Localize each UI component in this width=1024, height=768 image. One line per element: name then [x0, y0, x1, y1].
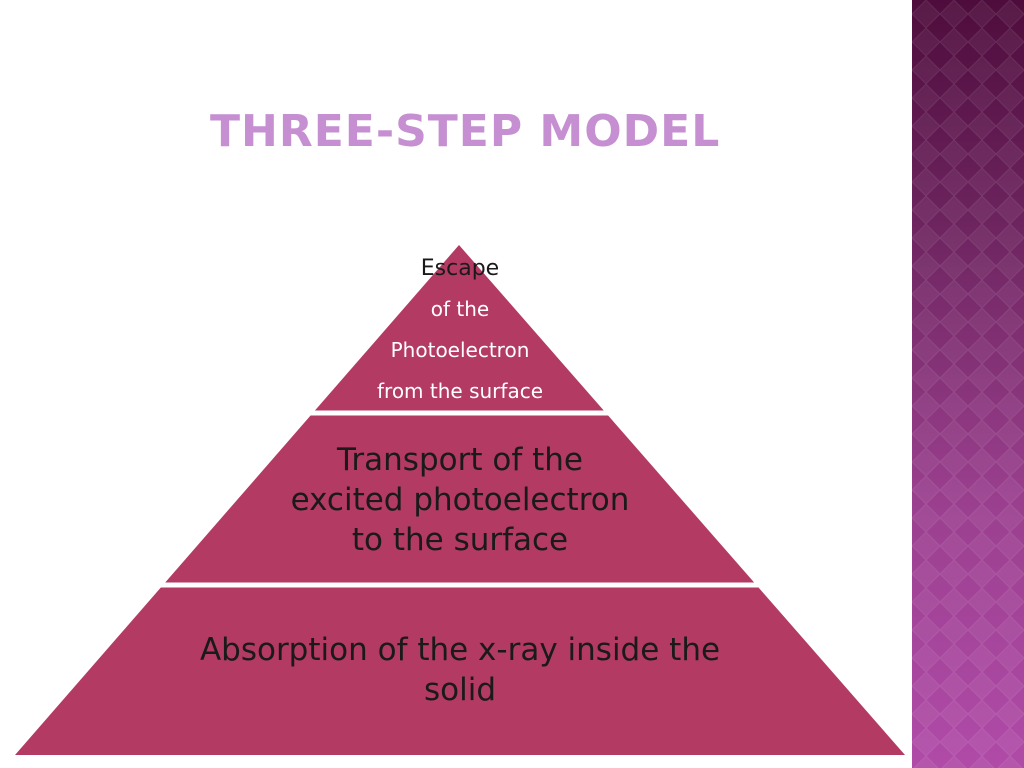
- pyramid-shape: [15, 245, 905, 755]
- tier-middle-line-2: excited photoelectron: [290, 482, 630, 518]
- tier-top-line-4: from the surface: [377, 379, 543, 403]
- tier-top-line-1: Escape: [420, 256, 500, 281]
- tier-middle-line-3: to the surface: [351, 522, 569, 558]
- slide-title: THREE-STEP MODEL: [210, 106, 721, 157]
- tier-top-line-2: of the: [430, 297, 490, 321]
- pyramid-diagram: [15, 245, 905, 755]
- tier-middle-line-1: Transport of the: [337, 442, 583, 478]
- side-decoration-band: [912, 0, 1024, 768]
- tier-bottom-line-1: Absorption of the x-ray inside the: [199, 632, 721, 668]
- diamond-pattern: [912, 0, 1024, 768]
- tier-top-label: Escape of the Photoelectron from the sur…: [330, 248, 590, 412]
- tier-middle-label: Transport of the excited photoelectron t…: [230, 440, 690, 560]
- tier-top-line-3: Photoelectron: [390, 338, 530, 362]
- tier-bottom-label: Absorption of the x-ray inside the solid: [130, 630, 790, 710]
- tier-bottom-line-2: solid: [423, 672, 497, 708]
